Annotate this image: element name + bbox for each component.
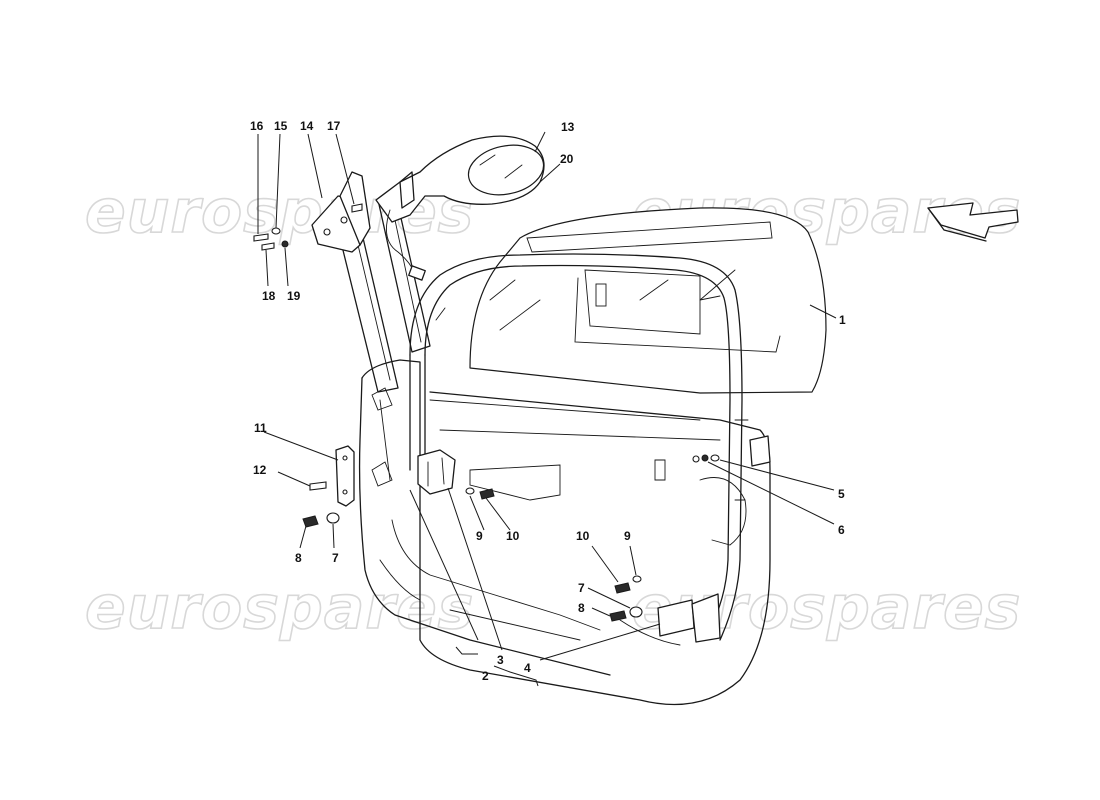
label-17: 17 <box>327 119 341 133</box>
label-19: 19 <box>287 289 301 303</box>
label-2: 2 <box>482 669 489 683</box>
label-18: 18 <box>262 289 276 303</box>
label-11: 11 <box>254 421 267 435</box>
door-frame <box>409 253 749 641</box>
label-5: 5 <box>838 487 845 501</box>
label-20: 20 <box>560 152 574 166</box>
mirror-screws <box>253 203 363 251</box>
mirror-housing <box>375 135 545 281</box>
label-4: 4 <box>524 661 531 675</box>
label-13: 13 <box>561 120 575 134</box>
label-7-left: 7 <box>332 551 339 565</box>
label-16: 16 <box>250 119 264 133</box>
latch-assembly <box>692 435 771 467</box>
upper-hinge <box>417 449 495 500</box>
label-1: 1 <box>839 313 846 327</box>
label-14: 14 <box>300 119 314 133</box>
label-10-lower: 10 <box>576 529 590 543</box>
label-9-lower: 9 <box>624 529 631 543</box>
direction-arrow-icon <box>927 202 1019 242</box>
lower-hinge <box>609 575 721 643</box>
part-labels: 13 20 1 16 15 14 17 18 19 11 12 8 7 9 10… <box>250 119 846 683</box>
label-7-lower: 7 <box>578 581 585 595</box>
label-8-left: 8 <box>295 551 302 565</box>
label-8-lower: 8 <box>578 601 585 615</box>
door-glass <box>469 207 827 394</box>
label-9-upper: 9 <box>476 529 483 543</box>
label-15: 15 <box>274 119 288 133</box>
label-6: 6 <box>838 523 845 537</box>
hinge-plate <box>302 445 355 528</box>
label-12: 12 <box>253 463 267 477</box>
label-10-upper: 10 <box>506 529 520 543</box>
leader-lines <box>257 131 837 687</box>
label-3: 3 <box>497 653 504 667</box>
watermark-bottom-left: eurospares <box>85 573 474 643</box>
